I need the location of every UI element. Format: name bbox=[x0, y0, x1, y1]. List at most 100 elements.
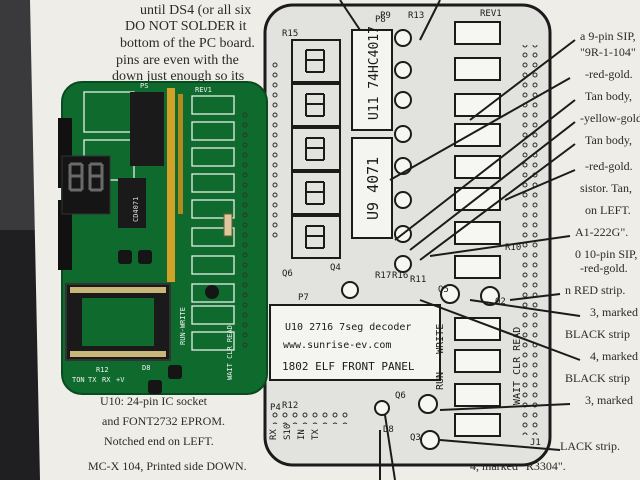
callout-lines bbox=[339, 0, 581, 480]
diagram-bottom-labels: RX S10 IN TX bbox=[269, 424, 321, 440]
pcb-sip-resistor-2 bbox=[178, 94, 183, 214]
diagram-header-left bbox=[272, 60, 282, 240]
label-rev1: REV1 bbox=[480, 9, 502, 19]
manual-right-1: a 9-pin SIP, bbox=[580, 29, 636, 43]
label-q2: Q2 bbox=[495, 297, 506, 307]
pcb-label-d8: D8 bbox=[142, 364, 150, 372]
label-p8: P8 bbox=[375, 15, 386, 25]
pcb-chip-4017 bbox=[130, 92, 164, 166]
manual-right-17: BLACK strip bbox=[565, 371, 630, 385]
label-j1: J1 bbox=[530, 438, 541, 448]
label-q3: Q3 bbox=[410, 433, 421, 443]
diagram-displays bbox=[291, 39, 341, 259]
manual-right-8: sistor. Tan, bbox=[580, 181, 632, 195]
label-r10: R10 bbox=[505, 243, 521, 253]
manual-text-line3: pins are even with the bbox=[116, 53, 239, 68]
chip-u10-label: U10 2716 7seg decoder bbox=[285, 322, 411, 333]
manual-right-19: LACK strip. bbox=[560, 439, 620, 453]
pcb-label-ps: PS bbox=[140, 82, 148, 90]
label-plusv: TX bbox=[311, 429, 321, 440]
diagram-leds bbox=[341, 29, 500, 450]
label-p4: P4 bbox=[270, 403, 281, 413]
manual-right-9: on LEFT. bbox=[585, 203, 631, 217]
pcb-chip-4071-label: CD4071 bbox=[132, 197, 140, 222]
manual-right-16: 4, marked bbox=[590, 349, 638, 363]
manual-right-3: -red-gold. bbox=[585, 67, 633, 81]
pcb-label-run-write: RUN-WRITE bbox=[179, 307, 187, 345]
manual-right-7: -red-gold. bbox=[585, 159, 633, 173]
pcb-header-right bbox=[240, 110, 252, 350]
label-r17: R17 bbox=[375, 271, 391, 281]
label-p9: P9 bbox=[380, 11, 391, 21]
label-q6: Q6 bbox=[395, 391, 406, 401]
manual-text-top: until DS4 (or all six bbox=[140, 3, 251, 18]
label-r11: R11 bbox=[410, 275, 426, 285]
pcb-diagram: U11 74HC4017 U9 4071 U10 2716 7seg decod… bbox=[263, 3, 552, 467]
diagram-panel-title: 1802 ELF FRONT PANEL bbox=[282, 360, 415, 373]
pcb-transistors bbox=[118, 250, 219, 394]
label-p7: P7 bbox=[298, 293, 309, 303]
green-pcb: CD4071 REV1 TON TX RX +V D8 R12 PS RUN bbox=[58, 81, 268, 395]
diagram-chip-u10 bbox=[269, 304, 441, 381]
diagram-switch-labels: WAIT CLR READ RUN - WRITE bbox=[435, 324, 523, 405]
diagram-chip-u11 bbox=[351, 29, 393, 131]
diagram-header-right bbox=[522, 45, 540, 435]
diagram-labels: P9 R13 REV1 R15 Q6 R17 R16 R11 R10 Q4 Q5… bbox=[270, 9, 541, 448]
pcb-label-ton: TON bbox=[72, 376, 85, 384]
manual-right-15: BLACK strip bbox=[565, 327, 630, 341]
label-r16: R16 bbox=[392, 271, 408, 281]
manual-right-6: Tan body, bbox=[585, 133, 632, 147]
label-r13: R13 bbox=[408, 11, 424, 21]
pcb-label-wait-clr-read: WAIT CLR READ bbox=[226, 325, 234, 380]
label-q5: Q5 bbox=[438, 285, 449, 295]
pcb-resistor bbox=[223, 213, 233, 237]
manual-left-text: until DS4 (or all six DO NOT SOLDER it b… bbox=[112, 3, 255, 84]
manual-text-line2: bottom of the PC board. bbox=[120, 36, 255, 51]
manual-bottom-3: Notched end on LEFT. bbox=[104, 434, 214, 448]
label-tx: S10 bbox=[283, 424, 293, 440]
pcb-labels: REV1 TON TX RX +V D8 R12 PS RUN-WRITE WA… bbox=[72, 82, 234, 384]
pcb-led-digits bbox=[68, 162, 104, 192]
manual-text-line1: DO NOT SOLDER it bbox=[125, 19, 247, 34]
manual-right-2: "9R-1-104" bbox=[580, 45, 636, 59]
label-d8: D8 bbox=[383, 425, 394, 435]
pcb-label-r12: R12 bbox=[96, 366, 109, 374]
chip-u9-label: U9 4071 bbox=[364, 157, 382, 220]
pcb-label-tx: TX bbox=[88, 376, 97, 384]
pcb-socket-pins bbox=[70, 287, 166, 357]
pcb-socket-window bbox=[82, 298, 154, 346]
manual-right-12: -red-gold. bbox=[580, 261, 628, 275]
manual-bottom-2: and FONT2732 EPROM. bbox=[102, 414, 225, 428]
manual-right-text: a 9-pin SIP, "9R-1-104" -red-gold. Tan b… bbox=[560, 29, 640, 453]
label-run-write: RUN - WRITE bbox=[435, 324, 446, 390]
label-rx: IN bbox=[297, 429, 307, 440]
label-ton: RX bbox=[269, 429, 279, 440]
pcb-header-left-bottom bbox=[58, 200, 72, 270]
manual-right-18: 3, marked bbox=[585, 393, 633, 407]
pcb-chip-4071 bbox=[118, 178, 146, 228]
label-q4: Q4 bbox=[330, 263, 341, 273]
manual-right-10: A1-222G". bbox=[575, 225, 628, 239]
manual-right-13: n RED strip. bbox=[565, 283, 625, 297]
manual-right-11: 0 10-pin SIP, bbox=[575, 247, 637, 261]
diagram-website: www.sunrise-ev.com bbox=[283, 340, 391, 351]
manual-text-line4: down just enough so its bbox=[112, 69, 244, 84]
manual-right-5: -yellow-gold. bbox=[580, 111, 640, 125]
manual-bottom-4: MC-X 104, Printed side DOWN. bbox=[88, 459, 247, 473]
diagram-chip-u9 bbox=[351, 137, 393, 239]
manual-bottom-1: U10: 24-pin IC socket bbox=[100, 394, 208, 408]
label-wait-clr-read: WAIT CLR READ bbox=[512, 327, 523, 405]
pcb-sip-resistor bbox=[167, 88, 175, 282]
label-hex: Q6 bbox=[282, 269, 293, 279]
pcb-label-plusv: +V bbox=[116, 376, 125, 384]
label-r15: R15 bbox=[282, 29, 298, 39]
diagram-header-bottom bbox=[272, 412, 352, 424]
pcb-label-rx: RX bbox=[102, 376, 111, 384]
label-r12: R12 bbox=[282, 401, 298, 411]
chip-u11-label: U11 74HC4017 bbox=[367, 26, 382, 120]
manual-right-14: 3, marked bbox=[590, 305, 638, 319]
pcb-label-rev1: REV1 bbox=[195, 86, 212, 94]
diagram-switches bbox=[454, 21, 501, 437]
